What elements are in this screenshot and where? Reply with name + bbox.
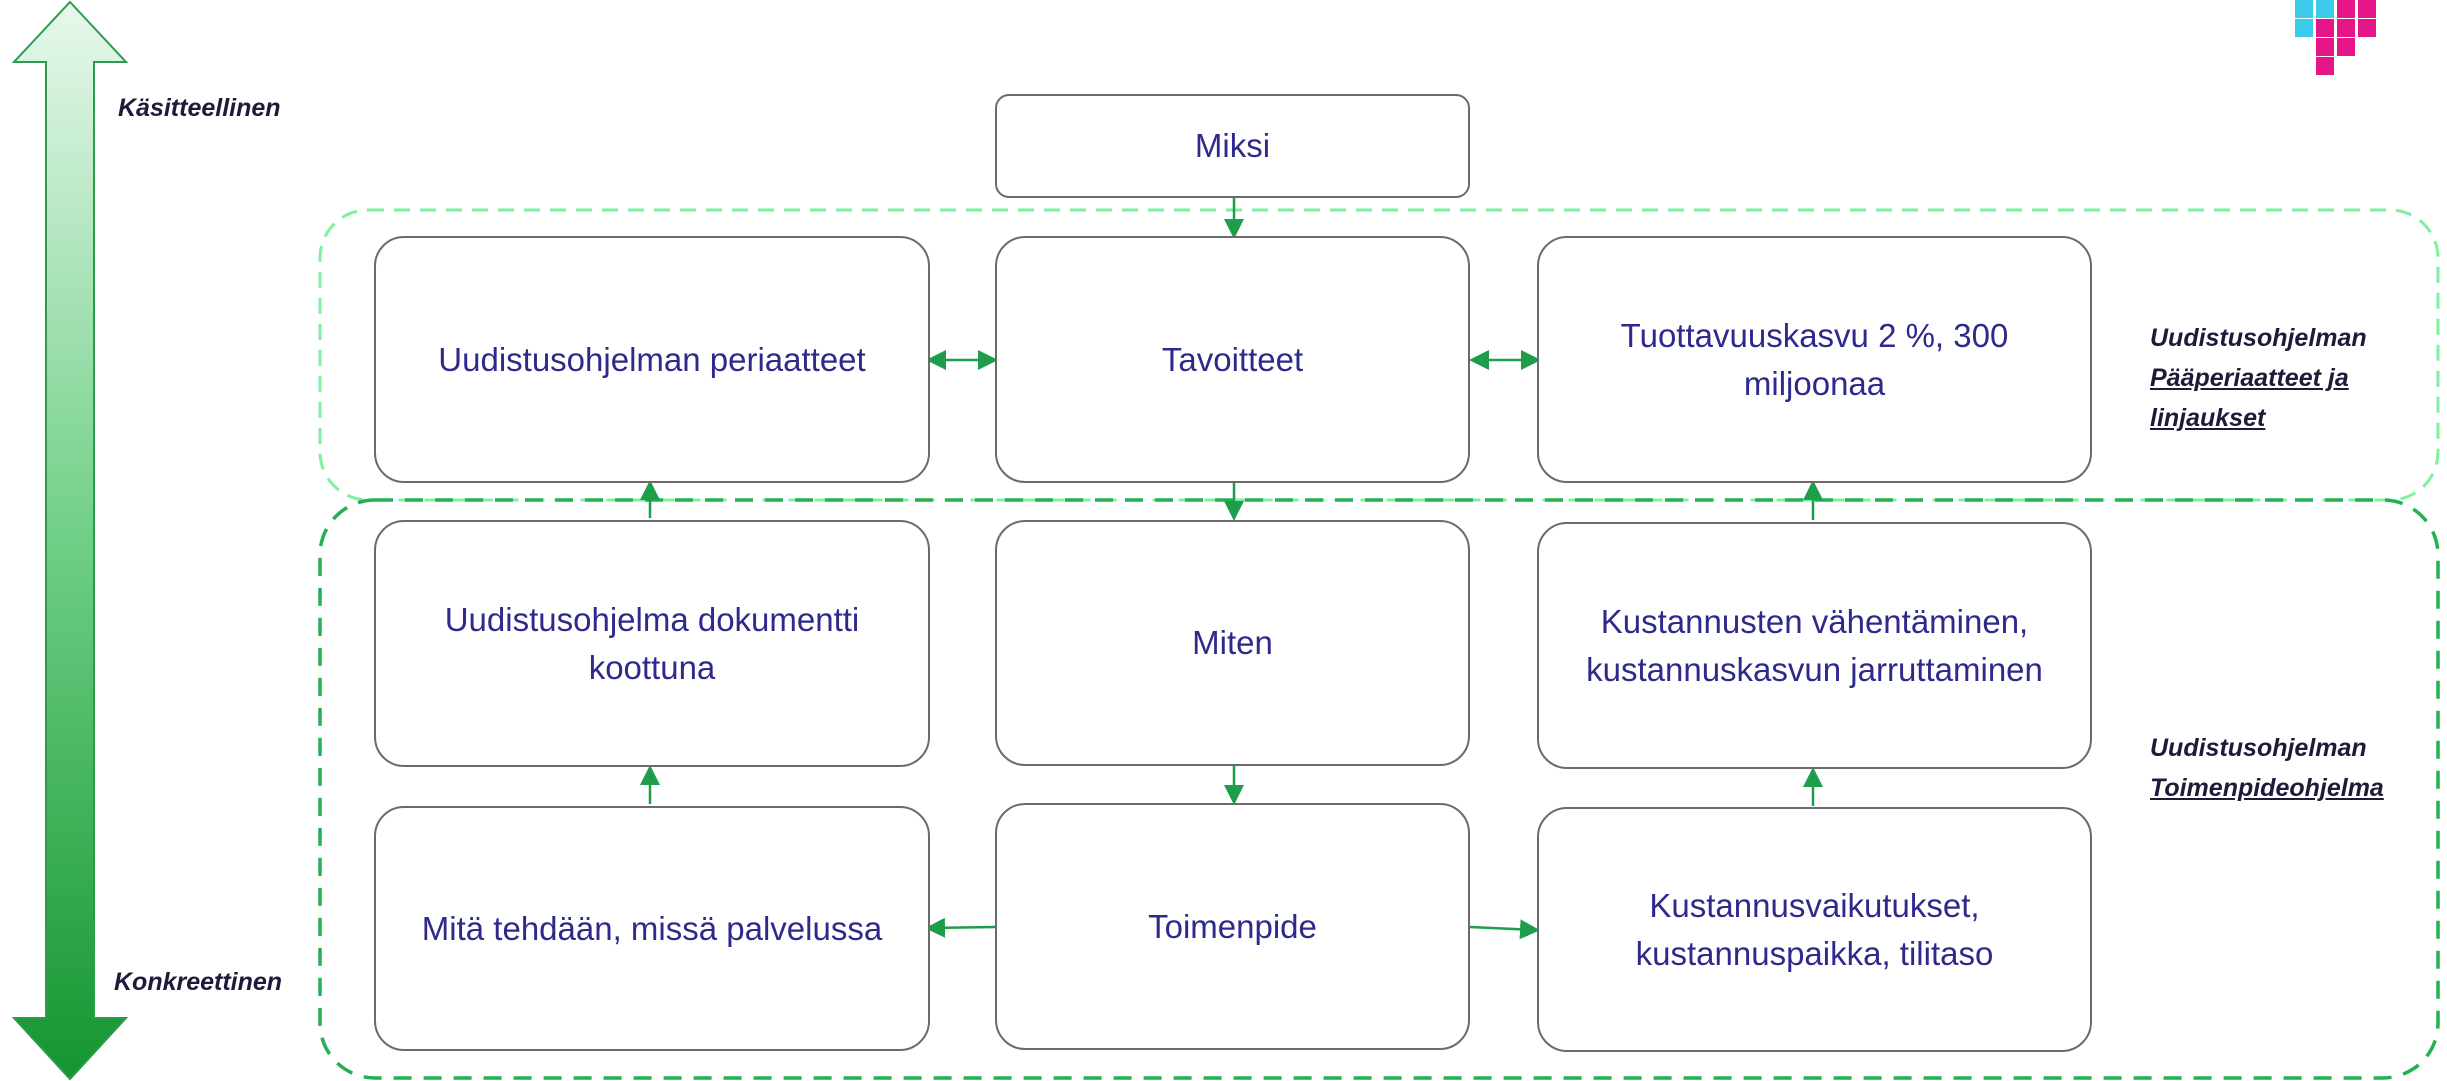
box-dokumentti: Uudistusohjelma dokumentti koottuna: [374, 520, 930, 767]
scale-top-label: Käsitteellinen: [118, 94, 281, 122]
bottom-group-outline: [318, 498, 2440, 1080]
box-periaatteet: Uudistusohjelman periaatteet: [374, 236, 930, 483]
box-tavoitteet: Tavoitteet: [995, 236, 1470, 483]
bottom-group-label: Uudistusohjelman Toimenpideohjelma: [2150, 728, 2384, 808]
box-mita: Mitä tehdään, missä palvelussa: [374, 806, 930, 1051]
scale-bottom-label: Konkreettinen: [114, 968, 283, 996]
box-tuottavuus: Tuottavuuskasvu 2 %, 300 miljoonaa: [1537, 236, 2092, 483]
box-miksi: Miksi: [995, 94, 1470, 198]
bottom-group-label-line1: Uudistusohjelman: [2150, 734, 2367, 762]
arrow-toimenpide-to-mita: [925, 917, 996, 938]
arrow-toimenpide-to-vaikutukset: [1469, 919, 1540, 940]
box-toimenpide: Toimenpide: [995, 803, 1470, 1050]
top-group-outline: [318, 208, 2440, 502]
box-miten: Miten: [995, 520, 1470, 766]
box-vaikutukset: Kustannusvaikutukset, kustannuspaikka, t…: [1537, 807, 2092, 1052]
top-group-label-line3: linjaukset: [2150, 404, 2266, 432]
top-group-label-line2: Pääperiaatteet ja: [2150, 364, 2349, 392]
top-group-label: Uudistusohjelman Pääperiaatteet ja linja…: [2150, 318, 2367, 438]
scale-double-arrow: [11, 0, 129, 1081]
bottom-group-label-line2: Toimenpideohjelma: [2150, 774, 2384, 802]
top-group-label-line1: Uudistusohjelman: [2150, 324, 2367, 352]
box-kustannusten: Kustannusten vähentäminen, kustannuskasv…: [1537, 522, 2092, 769]
